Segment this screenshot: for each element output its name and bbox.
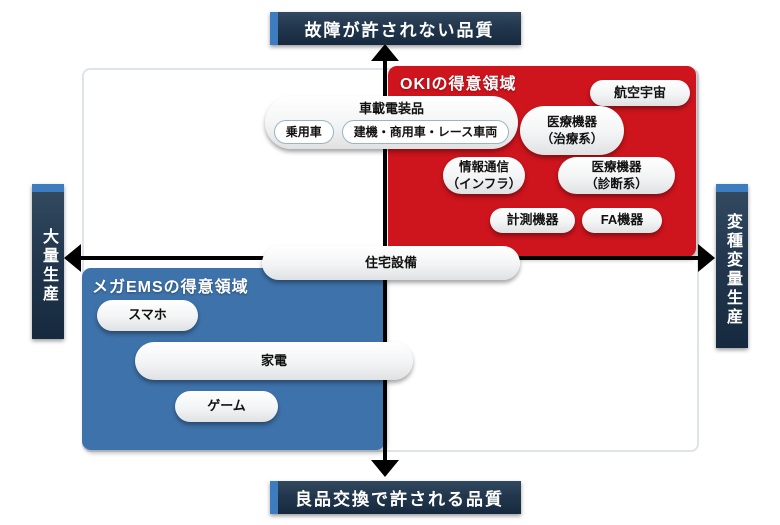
banner-top-quality: 故障が許されない品質 [270, 12, 521, 45]
arrow-down-icon [371, 460, 399, 477]
pill-group-automotive-electronics: 車載電装品 乗用車 建機・商用車・レース車両 [265, 96, 518, 149]
pill-smartphone: スマホ [97, 300, 198, 331]
pill-medical-treatment: 医療機器 （治療系） [520, 106, 624, 155]
pill-medical-diagnosis: 医療機器 （診断系） [558, 157, 675, 194]
banner-right-variable-production: 変種変量生産 [716, 184, 748, 348]
automotive-sub-pill-row: 乗用車 建機・商用車・レース車両 [273, 119, 510, 144]
sub-pill-commercial-vehicles: 建機・商用車・レース車両 [341, 119, 510, 144]
arrow-up-icon [371, 44, 399, 61]
pill-measuring-equipment: 計測機器 [490, 208, 575, 233]
arrow-left-icon [64, 244, 81, 272]
pill-game: ゲーム [175, 391, 278, 422]
mega-ems-quadrant-title: メガEMSの得意領域 [92, 279, 249, 296]
pill-info-communication: 情報通信 （インフラ） [443, 157, 525, 194]
automotive-group-title: 車載電装品 [358, 100, 424, 116]
pill-fa-equipment: FA機器 [582, 208, 662, 233]
sub-pill-passenger-car: 乗用車 [273, 119, 334, 144]
arrow-right-icon [698, 244, 715, 272]
pill-housing-equipment: 住宅設備 [262, 246, 520, 280]
pill-home-appliance: 家電 [135, 342, 413, 380]
banner-left-mass-production: 大量生産 [32, 184, 64, 339]
pill-aerospace: 航空宇宙 [590, 80, 690, 106]
oki-quadrant-title: OKIの得意領域 [400, 76, 517, 93]
banner-bottom-quality: 良品交換で許される品質 [270, 481, 521, 514]
